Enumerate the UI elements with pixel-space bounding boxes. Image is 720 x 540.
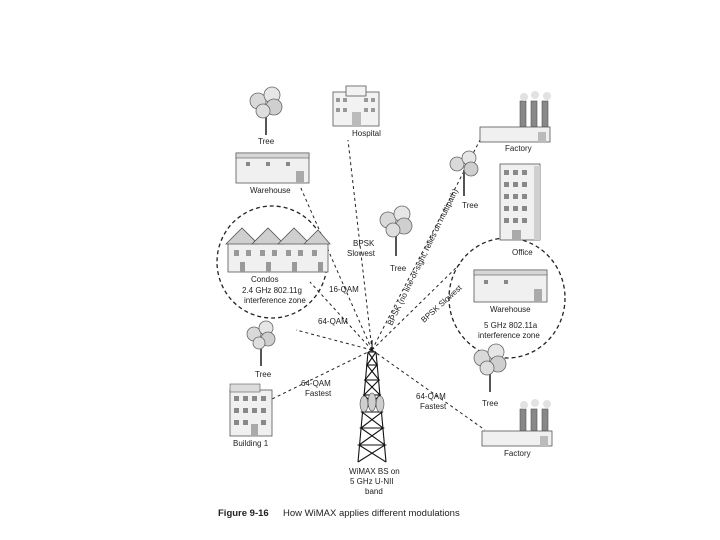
link-factory-bottom [371,349,486,431]
tree-icon [379,205,413,256]
link-building1 [269,349,373,401]
tree-label-top: Tree [258,137,275,146]
tree-icon [246,320,276,366]
condos-zone-line1: 2.4 GHz 802.11g [242,286,302,295]
tree-icon [473,343,507,392]
condos-zone-line2: interference zone [244,296,306,305]
mod-64qam-fastest-right-line2: Fastest [420,402,447,411]
factory-label-top: Factory [505,144,532,153]
antenna-icon [359,392,385,413]
building-icon [229,383,273,437]
mod-64qam-fastest-left-line2: Fastest [305,389,332,398]
link-64qam-left [295,329,373,351]
figure-caption: How WiMAX applies different modulations [283,508,460,519]
condos-icon [225,227,331,273]
mod-bpsk-slowest-line1: BPSK [353,239,375,248]
tree-icon [249,86,283,135]
tree-icon [449,150,479,196]
warehouse-label-left: Warehouse [250,186,291,195]
warehouse-interference-zone [448,237,566,359]
tree-label-left: Tree [255,370,272,379]
figure-number: Figure 9-16 [218,508,269,519]
mod-bpsk-slowest-line2: Slowest [347,249,376,258]
mod-bpsk-slowest-diagonal: BPSK Slowest [419,283,464,325]
tree-label-right-top: Tree [462,201,479,210]
base-station-label-line1: WiMAX BS on [349,467,400,476]
warehouse-label-right: Warehouse [490,305,531,314]
warehouse-icon [235,152,310,184]
base-station-label-line2: 5 GHz U-NII [350,477,394,486]
factory-icon [481,399,553,447]
mod-64qam-fastest-left-line1: 64-QAM [301,379,331,388]
tree-label-center: Tree [390,264,407,273]
warehouse-zone-line1: 5 GHz 802.11a [484,321,538,330]
link-office [371,261,463,351]
link-hospital [347,139,373,351]
factory-icon [479,91,551,143]
base-station-label-line3: band [365,487,383,496]
mod-64qam-fastest-right-line1: 64-QAM [416,392,446,401]
factory-label-bottom: Factory [504,449,531,458]
hospital-icon [332,85,380,127]
warehouse-zone-line2: interference zone [478,331,540,340]
mod-16qam: 16-QAM [329,285,359,294]
office-label: Office [512,248,533,257]
warehouse-icon [473,269,548,303]
office-icon [499,163,541,241]
building1-label: Building 1 [233,439,269,448]
links [269,139,486,431]
condos-label: Condos [251,275,279,284]
hospital-label: Hospital [352,129,381,138]
mod-64qam-left: 64-QAM [318,317,348,326]
tree-label-right-bottom: Tree [482,399,499,408]
